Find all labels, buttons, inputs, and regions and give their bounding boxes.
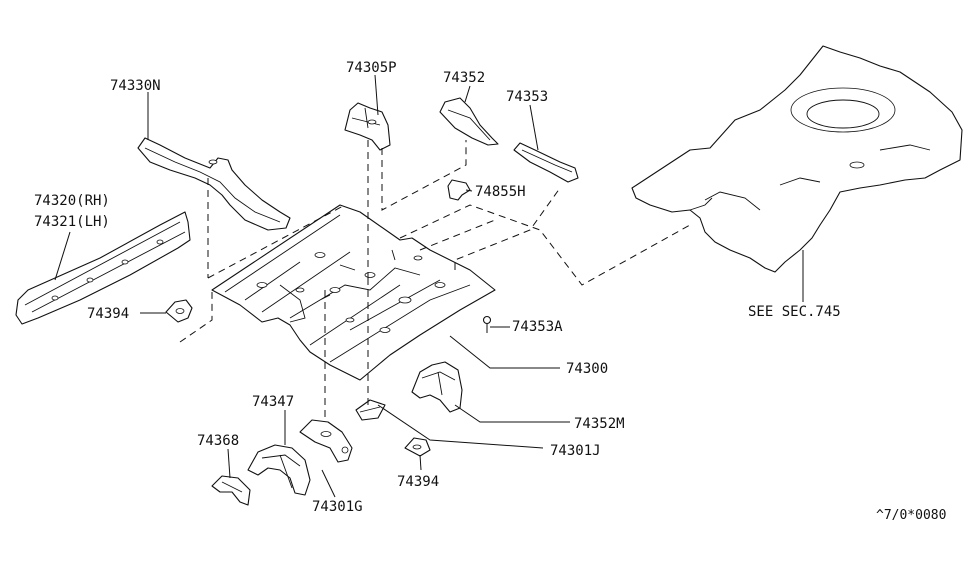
- bracket-74368: [211, 475, 251, 506]
- side-member: [15, 211, 191, 325]
- diagram-reference-code: ^7/0*0080: [876, 508, 946, 523]
- label-see-section: SEE SEC.745: [748, 304, 841, 320]
- label-74320-rh: 74320(RH): [34, 193, 110, 209]
- label-74353: 74353: [506, 89, 548, 105]
- label-74305P: 74305P: [346, 60, 397, 76]
- label-74301G: 74301G: [312, 499, 363, 515]
- label-74394-lower: 74394: [397, 474, 439, 490]
- label-74300: 74300: [566, 361, 608, 377]
- bracket-74352: [439, 97, 499, 146]
- bracket-74305P: [344, 102, 391, 151]
- label-74347: 74347: [252, 394, 294, 410]
- bracket-74352M: [411, 361, 463, 413]
- leader-lines: [54, 74, 804, 498]
- clip-74855H: [447, 179, 471, 201]
- label-74352M: 74352M: [574, 416, 625, 432]
- label-74394-upper: 74394: [87, 306, 129, 322]
- rear-floor-assembly: [631, 45, 963, 273]
- label-74301J: 74301J: [550, 443, 601, 459]
- bracket-74301J: [355, 399, 386, 421]
- bracket-74301G: [299, 419, 353, 463]
- label-74855H: 74855H: [475, 184, 526, 200]
- label-74330N: 74330N: [110, 78, 161, 94]
- front-floor-panel: [211, 204, 496, 381]
- part-labels: 74330N 74305P 74352 74353 74855H 74320(R…: [34, 60, 946, 523]
- label-74352: 74352: [443, 70, 485, 86]
- bracket-74353: [513, 142, 579, 183]
- label-74321-lh: 74321(LH): [34, 214, 110, 230]
- label-74353A: 74353A: [512, 319, 563, 335]
- alignment-lines: [179, 140, 691, 420]
- bracket-74347: [247, 444, 311, 496]
- bolt-74353A: [482, 315, 492, 333]
- bracket-74394-upper: [165, 299, 193, 323]
- label-74368: 74368: [197, 433, 239, 449]
- bracket-74394-lower: [404, 437, 431, 457]
- front-cross-member: [137, 137, 291, 231]
